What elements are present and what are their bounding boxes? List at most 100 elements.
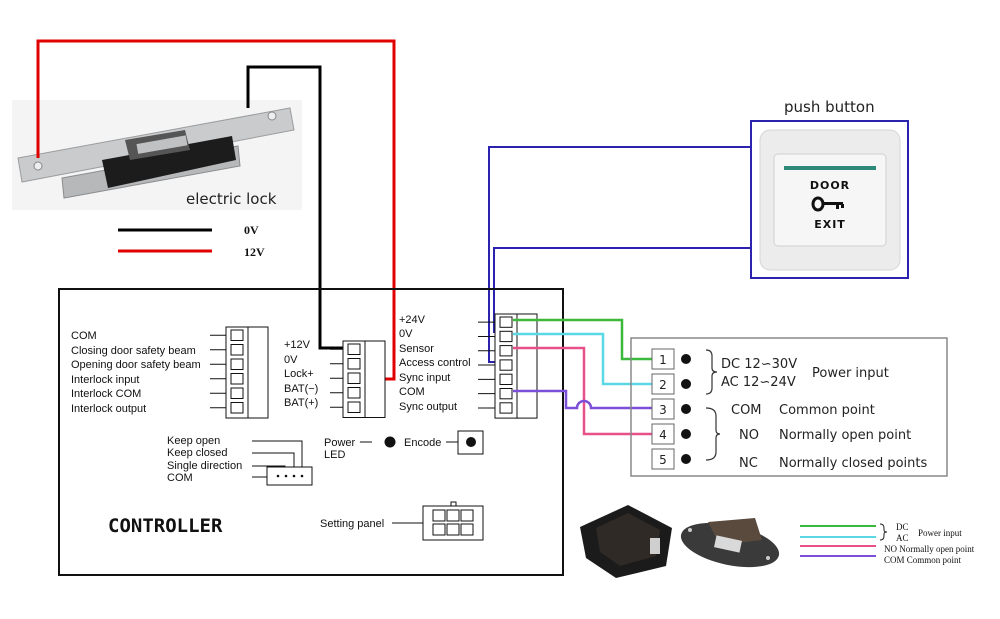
encode-button[interactable] bbox=[457, 430, 484, 455]
sensor-pin-number: 1 bbox=[659, 353, 667, 367]
left-terminal-slot[interactable] bbox=[230, 402, 244, 414]
mode-switch-connector[interactable] bbox=[252, 440, 313, 486]
left-terminal-slot[interactable] bbox=[230, 358, 244, 370]
lock-terminal-slot[interactable] bbox=[347, 343, 361, 355]
pink-wire bbox=[513, 346, 652, 436]
legend-com: COM Common point bbox=[884, 555, 962, 565]
left-terminal-labels: COM Closing door safety beam Opening doo… bbox=[71, 330, 201, 415]
sensor-pin-dot-icon bbox=[681, 429, 691, 439]
mode-label: Keep open bbox=[167, 435, 220, 447]
sensor-pin-dot-icon bbox=[681, 454, 691, 464]
right-terminal-slot[interactable] bbox=[499, 373, 513, 386]
left-terminal-slot[interactable] bbox=[230, 387, 244, 399]
encode-label: Encode bbox=[404, 437, 441, 449]
left-terminal-slot[interactable] bbox=[230, 329, 244, 341]
terminal-label: +24V bbox=[399, 314, 426, 326]
right-terminal-slot[interactable] bbox=[499, 388, 513, 400]
push-button-image[interactable]: DOOR EXIT bbox=[759, 129, 901, 271]
legend-12v-label: 12V bbox=[244, 245, 265, 259]
lock-terminal-slot[interactable] bbox=[347, 401, 361, 413]
power-input-label: Power input bbox=[812, 366, 889, 381]
power-led-label-2: LED bbox=[324, 449, 345, 461]
sensor-pin-box[interactable] bbox=[651, 423, 675, 445]
setting-panel-connector[interactable] bbox=[422, 501, 484, 541]
sensor-pin-box[interactable] bbox=[651, 448, 675, 470]
right-terminal-slot[interactable] bbox=[499, 316, 513, 328]
output-code-com: COM bbox=[731, 403, 762, 418]
sensor-pin-dot-icon bbox=[681, 379, 691, 389]
terminal-label: BAT(+) bbox=[284, 397, 318, 409]
mode-label: COM bbox=[167, 472, 193, 484]
left-terminal-block bbox=[210, 326, 269, 419]
terminal-label: Access control bbox=[399, 357, 471, 369]
terminal-label: Opening door safety beam bbox=[71, 359, 201, 371]
sensor-photo bbox=[580, 505, 780, 578]
sensor-pin-box[interactable] bbox=[651, 398, 675, 420]
sensor-pin-dot-icon bbox=[681, 404, 691, 414]
power-bracket bbox=[705, 349, 718, 395]
legend-power-input: Power input bbox=[918, 528, 962, 538]
sensor-pin-box[interactable] bbox=[651, 373, 675, 395]
terminal-label: COM bbox=[71, 330, 97, 342]
legend-ac: AC bbox=[896, 533, 909, 543]
sensor-pin-number: 2 bbox=[659, 378, 667, 392]
right-terminal-labels: +24V 0V Sensor Access control Sync input… bbox=[399, 314, 471, 413]
door-text: DOOR bbox=[810, 179, 850, 192]
dc-range: DC 12∽30V bbox=[721, 357, 797, 372]
lock-terminal-labels: +12V 0V Lock+ BAT(−) BAT(+) bbox=[284, 339, 318, 409]
left-terminal-slot[interactable] bbox=[230, 373, 244, 385]
right-terminal-slot[interactable] bbox=[499, 345, 513, 357]
sensor-pin-dot-icon bbox=[681, 354, 691, 364]
right-terminal-slot[interactable] bbox=[499, 402, 513, 414]
sensor-pin-box[interactable] bbox=[651, 348, 675, 370]
terminal-label: Sync output bbox=[399, 401, 457, 413]
exit-text: EXIT bbox=[814, 218, 846, 231]
legend-no: NO Normally open point bbox=[884, 544, 975, 554]
right-terminal-slot[interactable] bbox=[499, 359, 513, 371]
sensor-pin-number: 4 bbox=[659, 428, 667, 442]
output-desc-com: Common point bbox=[779, 403, 875, 418]
lock-terminal-slot[interactable] bbox=[347, 387, 361, 399]
terminal-label: Sensor bbox=[399, 343, 434, 355]
sensor-pin-number: 5 bbox=[659, 453, 667, 467]
mode-switch-labels: Keep open Keep closed Single direction C… bbox=[167, 435, 242, 484]
lock-terminal-slot[interactable] bbox=[347, 358, 361, 370]
terminal-label: 0V bbox=[284, 354, 298, 366]
terminal-label: Sync input bbox=[399, 372, 450, 384]
sensor-pin-number: 3 bbox=[659, 403, 667, 417]
setting-panel-label: Setting panel bbox=[320, 518, 384, 530]
lock-terminal-slot[interactable] bbox=[347, 372, 361, 384]
terminal-label: 0V bbox=[399, 328, 413, 340]
power-led-label-1: Power bbox=[324, 437, 356, 449]
right-terminal-slot[interactable] bbox=[499, 330, 513, 343]
mode-label: Keep closed bbox=[167, 447, 228, 459]
controller-title: CONTROLLER bbox=[108, 515, 223, 537]
mode-label: Single direction bbox=[167, 460, 242, 472]
electric-lock-label: electric lock bbox=[186, 190, 277, 208]
sensor-module-box bbox=[630, 337, 948, 477]
controller-box bbox=[58, 288, 564, 576]
legend-dc: DC bbox=[896, 522, 909, 532]
terminal-label: Closing door safety beam bbox=[71, 345, 196, 357]
terminal-label: Lock+ bbox=[284, 368, 314, 380]
ac-range: AC 12∽24V bbox=[721, 375, 796, 390]
black-wire-0v bbox=[246, 65, 350, 350]
push-button-frame bbox=[750, 120, 909, 279]
terminal-label: Interlock COM bbox=[71, 388, 141, 400]
key-icon bbox=[811, 196, 844, 212]
blue-wire-1 bbox=[488, 146, 751, 363]
cyan-wire bbox=[513, 332, 652, 386]
output-desc-nc: Normally closed points bbox=[779, 456, 927, 471]
left-terminal-slot[interactable] bbox=[230, 344, 244, 356]
terminal-label: +12V bbox=[284, 339, 311, 351]
legend-bracket bbox=[879, 523, 888, 541]
lock-terminal-block bbox=[330, 340, 386, 418]
output-code-no: NO bbox=[739, 428, 759, 443]
terminal-label: BAT(−) bbox=[284, 383, 318, 395]
terminal-label: Interlock input bbox=[71, 374, 139, 386]
electric-lock-image bbox=[12, 100, 302, 210]
purple-wire bbox=[513, 389, 652, 410]
legend-0v-label: 0V bbox=[244, 223, 259, 237]
terminal-label: Interlock output bbox=[71, 403, 146, 415]
